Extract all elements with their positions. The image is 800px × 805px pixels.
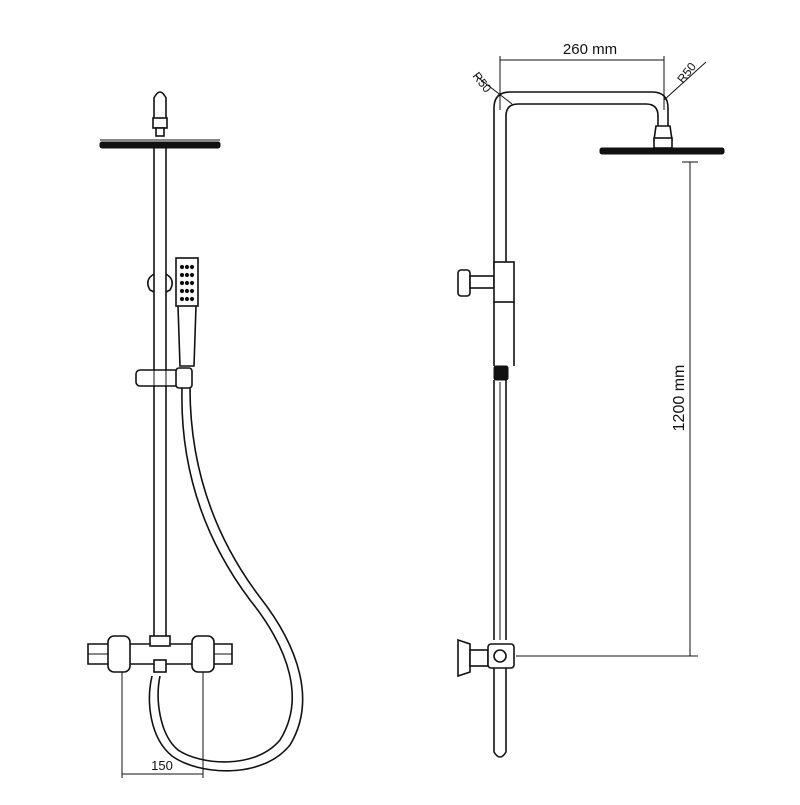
front-head-swivel: [155, 127, 165, 137]
side-shower-head: [599, 147, 725, 155]
dim-width-label: 260 mm: [563, 41, 617, 58]
front-top-elbow: [153, 91, 167, 120]
dim-radius-left-leader: [475, 75, 513, 105]
front-head-connector: [152, 117, 168, 129]
side-sleeve-body: [493, 302, 515, 366]
side-upper-sleeve: [493, 261, 515, 303]
front-mixer-outlet: [153, 659, 167, 673]
dim-radius-right-leader: [663, 61, 707, 101]
front-mixer-left-handle: [107, 635, 131, 673]
front-hose-outer: [157, 387, 293, 763]
side-mixer-knob: [493, 649, 507, 663]
front-hose-inner: [148, 387, 304, 772]
front-mixer-riser-connector: [149, 635, 171, 647]
front-view: 150: [87, 91, 304, 778]
dim-height-label: 1200 mm: [671, 365, 688, 432]
side-bottom-outlet: [493, 668, 507, 758]
side-arm-inner: [505, 103, 659, 270]
side-hose-connector: [493, 365, 509, 381]
front-hand-shower-handle: [177, 305, 197, 367]
side-lower-wall-arm: [469, 649, 489, 667]
dim-base-label: 150: [151, 758, 173, 773]
front-hand-shower-nozzles: [179, 264, 195, 302]
side-head-nut: [653, 137, 673, 149]
side-arm-outer: [493, 91, 669, 270]
front-hand-shower-cradle: [175, 367, 193, 389]
side-view: 260 mm R50 R50 1200 mm: [457, 41, 725, 758]
front-mixer-right-handle: [191, 635, 215, 673]
side-upper-wall-plate: [457, 269, 471, 297]
dim-radius-left-label: R50: [470, 69, 495, 95]
side-lower-wall-plate: [457, 638, 471, 678]
front-shower-head: [99, 141, 221, 149]
side-upper-wall-arm: [469, 275, 495, 289]
dim-radius-right-label: R50: [674, 60, 699, 86]
front-wall-bracket-right: [165, 273, 174, 293]
front-wall-bracket: [146, 273, 155, 293]
